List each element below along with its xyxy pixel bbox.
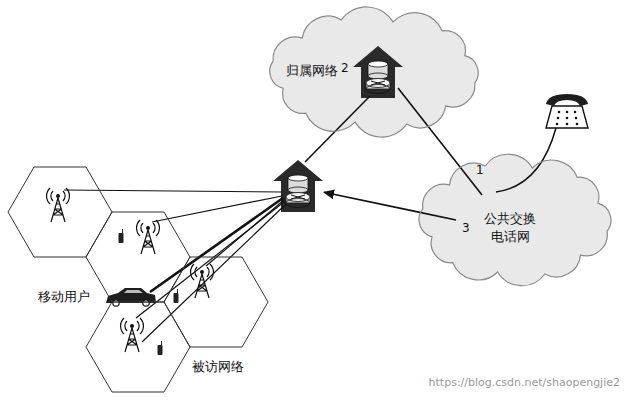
- visited-network-cells: 被访网络: [4, 158, 324, 396]
- watermark: https://blog.csdn.net/shaopengjie2: [429, 376, 620, 389]
- cell-hexagon: [86, 302, 190, 392]
- cloud-border: [419, 154, 611, 285]
- callout-number: 3: [462, 221, 470, 235]
- pstn-cloud: 公共交换 电话网: [408, 150, 622, 290]
- callout-number: 2: [341, 61, 349, 75]
- route-line: [305, 158, 309, 162]
- connector: [309, 140, 327, 158]
- cell-hexagon: [8, 167, 112, 257]
- home-network-cloud: 归属网络: [258, 4, 490, 140]
- route-line: [398, 88, 439, 140]
- cell-outline: [4, 158, 324, 396]
- cell-hexagon: [86, 212, 190, 302]
- mobile-phone: [174, 289, 179, 303]
- cloud-fill: [270, 7, 478, 137]
- radio-links: [64, 190, 286, 342]
- connector: [439, 140, 447, 150]
- cloud-border: [270, 7, 478, 137]
- node-label: 被访网络: [192, 358, 244, 376]
- route-line: [408, 210, 456, 220]
- callout-number: 1: [476, 163, 484, 177]
- cloud-fill: [419, 154, 611, 285]
- route-line: [327, 96, 370, 140]
- telephone-icon: [546, 94, 588, 128]
- cell-tower: [121, 318, 144, 352]
- mobile-phone: [119, 229, 124, 243]
- car-icon: [106, 288, 156, 306]
- cell-hexagon: [164, 257, 268, 347]
- cell-tower: [47, 188, 70, 222]
- mobile-user-label: 移动用户: [38, 289, 90, 305]
- home-msc-icon: [353, 46, 403, 98]
- node-label: 公共交换 电话网: [482, 210, 538, 245]
- cell-tower: [137, 220, 160, 254]
- mobile-phone: [158, 341, 163, 355]
- node-label: 归属网络: [286, 62, 338, 80]
- cell-tower: [191, 264, 214, 298]
- connector: [324, 192, 408, 210]
